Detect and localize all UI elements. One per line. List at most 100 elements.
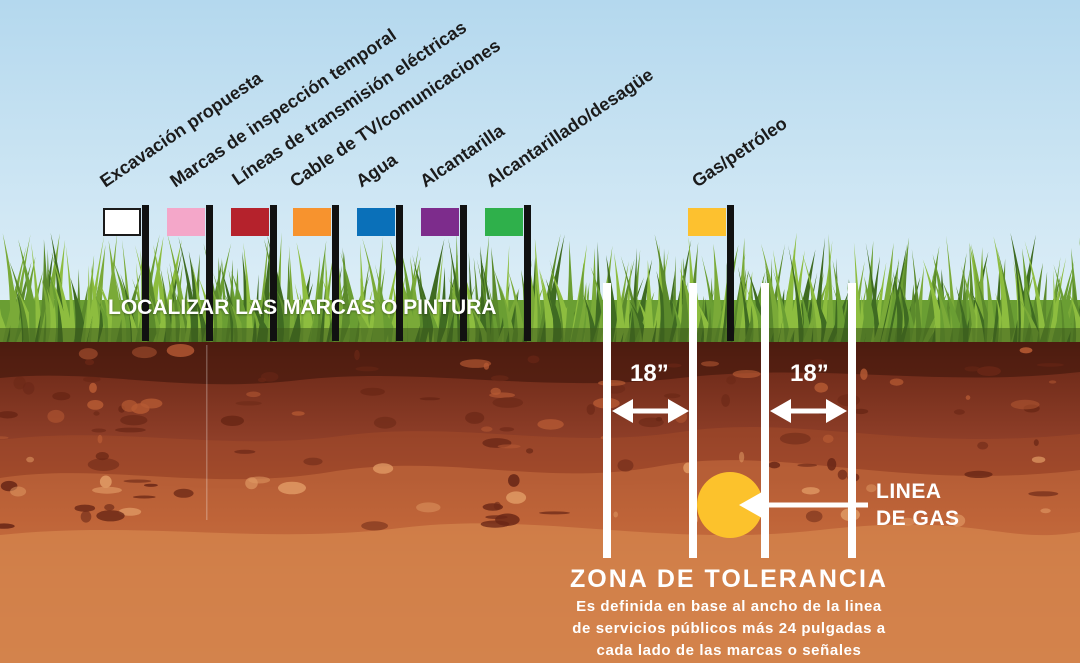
gas-marking-right — [761, 283, 769, 558]
pebble — [173, 488, 194, 498]
grass-blade — [507, 269, 527, 342]
grass-blade — [865, 242, 881, 342]
pebble — [1019, 347, 1033, 354]
pebble — [950, 514, 966, 527]
pebble — [89, 382, 97, 393]
pebble — [123, 479, 152, 483]
flag-alcantarilla — [421, 208, 459, 236]
pebble — [246, 391, 261, 398]
pebble — [87, 458, 120, 471]
pebble — [617, 459, 634, 472]
pebble — [291, 411, 305, 416]
pebble — [114, 427, 146, 433]
pebble — [220, 415, 244, 426]
grass-blade — [931, 274, 954, 342]
pebble — [104, 504, 115, 511]
pebble — [527, 355, 540, 364]
pebble — [810, 359, 826, 365]
pebble — [47, 409, 65, 423]
pebble — [95, 452, 109, 461]
grass-blade — [476, 259, 494, 342]
grass-blade — [675, 258, 683, 342]
pebble — [303, 457, 323, 466]
grass-blade — [737, 266, 752, 342]
pebble — [92, 486, 122, 494]
flag-pole — [142, 205, 149, 341]
flag-electricas — [231, 208, 269, 236]
pebble — [132, 495, 156, 499]
flag-pole — [460, 205, 467, 341]
pebble — [91, 428, 107, 433]
grass-blade — [446, 260, 454, 342]
pebble — [481, 426, 493, 432]
pebble — [96, 510, 125, 522]
pebble — [121, 399, 138, 412]
grass-blade — [160, 266, 174, 342]
grass-blade — [788, 245, 805, 342]
pebble — [613, 511, 618, 518]
pebble — [52, 392, 71, 401]
pebble — [965, 395, 971, 400]
pebble — [87, 400, 104, 410]
right-clearance-label: 18” — [790, 360, 829, 387]
pebble — [491, 375, 509, 382]
tolerance-zone-desc-1: Es definida en base al ancho de la linea — [576, 598, 882, 615]
grass-blade — [539, 269, 558, 342]
pebble — [13, 376, 26, 390]
flag-inspeccion — [167, 208, 205, 236]
pebble — [539, 511, 570, 515]
pebble — [837, 469, 848, 480]
pebble — [801, 487, 820, 495]
gas-line-label-1: LINEA — [876, 480, 942, 503]
grass-blade — [65, 245, 77, 342]
flag-agua — [357, 208, 395, 236]
pebble — [797, 463, 817, 467]
flag-gas — [688, 208, 726, 236]
pebble — [465, 411, 485, 424]
left-clearance-label: 18” — [630, 360, 669, 387]
pebble — [80, 510, 92, 523]
pebble — [497, 444, 521, 449]
pebble — [144, 483, 158, 487]
flag-desague — [485, 208, 523, 236]
tolerance-zone-desc-3: cada lado de las marcas o señales — [596, 642, 862, 659]
pebble — [1033, 439, 1039, 446]
pebble — [360, 387, 385, 396]
pebble — [586, 404, 595, 415]
grass-blade — [545, 278, 566, 342]
pebble — [0, 523, 15, 529]
pebble — [22, 382, 35, 395]
pebble — [361, 521, 388, 531]
pebble — [506, 491, 527, 504]
pebble — [248, 476, 271, 484]
pebble — [26, 456, 34, 463]
pebble — [701, 361, 719, 367]
grass-blade — [622, 262, 632, 342]
pebble — [1010, 399, 1040, 410]
pebble — [499, 427, 515, 432]
grass-blade — [1047, 257, 1067, 342]
grass-blade — [413, 263, 437, 342]
pebble — [10, 486, 27, 497]
grass-blade — [340, 251, 352, 342]
pebble — [822, 434, 834, 443]
pebble — [84, 359, 95, 366]
pebble — [977, 441, 989, 450]
flag-pole — [727, 205, 734, 341]
pebble — [74, 504, 96, 512]
soil-lower — [0, 523, 1080, 663]
pebble — [537, 419, 564, 430]
tolerance-zone-desc-2: de servicios públicos más 24 pulgadas a — [572, 620, 886, 637]
pebble — [235, 401, 262, 406]
grass-blade — [826, 233, 835, 342]
grass-blade — [2, 233, 22, 342]
pebble — [732, 370, 761, 378]
locate-marks-heading: LOCALIZAR LAS MARCAS O PINTURA — [108, 296, 497, 319]
grass-blade — [880, 260, 900, 342]
grass-blade — [654, 234, 676, 342]
grass-blade — [410, 256, 422, 342]
pebble — [1028, 491, 1059, 497]
